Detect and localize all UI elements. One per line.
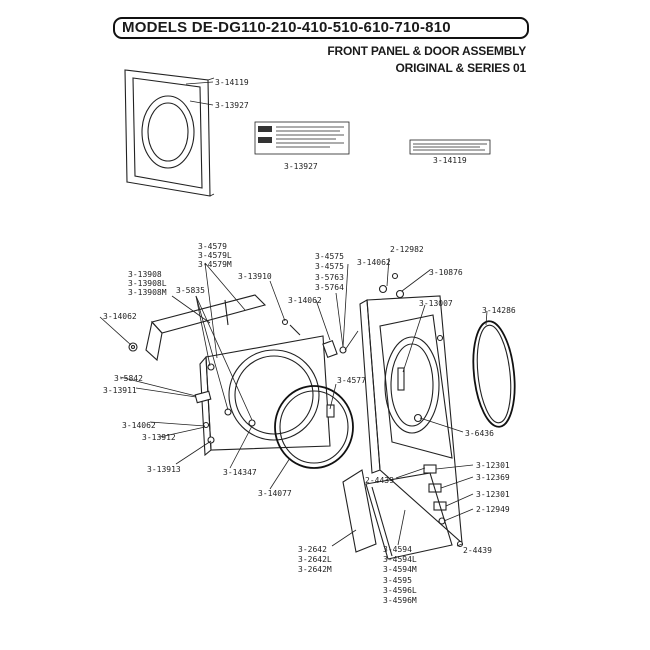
callout-3-14062-top: 3-14062 — [357, 258, 391, 267]
callout-3-13908: 3-13908 — [128, 270, 162, 279]
decal-13927 — [254, 121, 350, 155]
callout-3-14347: 3-14347 — [223, 468, 257, 477]
callout-3-14286: 3-14286 — [482, 306, 516, 315]
title-frame — [113, 17, 529, 39]
callout-3-4579L: 3-4579L — [198, 251, 232, 260]
callout-3-4579M: 3-4579M — [198, 260, 232, 269]
callout-2-12982: 2-12982 — [390, 245, 424, 254]
top-screws — [378, 272, 405, 299]
callout-3-14077: 3-14077 — [258, 489, 292, 498]
callout-3-13910: 3-13910 — [238, 272, 272, 281]
callout-3-14062-left: 3-14062 — [103, 312, 137, 321]
leader-lines — [99, 257, 488, 547]
callout-3-2642M: 3-2642M — [298, 565, 332, 574]
callout-3-6436: 3-6436 — [465, 429, 494, 438]
decal-14119-caption: 3-14119 — [433, 156, 467, 165]
callout-3-5764: 3-5764 — [315, 283, 344, 292]
hinge-hardware — [281, 318, 347, 418]
door-seal-ring — [274, 385, 354, 469]
lower-panel — [365, 472, 453, 560]
callout-3-4594: 3-4594 — [383, 545, 412, 554]
callout-3-13913: 3-13913 — [147, 465, 181, 474]
door-assembly — [359, 295, 463, 545]
callout-3-14062-lower: 3-14062 — [122, 421, 156, 430]
callout-3-13908L: 3-13908L — [128, 279, 167, 288]
door-gasket — [472, 320, 516, 428]
callout-3-13908M: 3-13908M — [128, 288, 167, 297]
callout-3-2642: 3-2642 — [298, 545, 327, 554]
callout-3-13911: 3-13911 — [103, 386, 137, 395]
inset-label-13927: 3-13927 — [215, 101, 249, 110]
callout-3-12301-a: 3-12301 — [476, 461, 510, 470]
callout-3-4577: 3-4577 — [337, 376, 366, 385]
callout-3-5835: 3-5835 — [176, 286, 205, 295]
callout-3-12301-b: 3-12301 — [476, 490, 510, 499]
series-subtitle: ORIGINAL & SERIES 01 — [395, 61, 527, 75]
callout-2-4439-center: 2-4439 — [365, 476, 394, 485]
callout-3-4575-a: 3-4575 — [315, 252, 344, 261]
assembly-subtitle: FRONT PANEL & DOOR ASSEMBLY — [327, 44, 526, 58]
lower-hinge-hardware — [423, 464, 464, 548]
callout-3-12369: 3-12369 — [476, 473, 510, 482]
decal-14119 — [409, 139, 491, 155]
kick-panel — [342, 469, 377, 553]
callout-3-13912: 3-13912 — [142, 433, 176, 442]
callout-2-12949: 2-12949 — [476, 505, 510, 514]
front-panel-back — [145, 294, 267, 362]
inset-label-14119: 3-14119 — [215, 78, 249, 87]
callout-3-4594M: 3-4594M — [383, 565, 417, 574]
callout-3-5763: 3-5763 — [315, 273, 344, 282]
callout-2-4439-right: 2-4439 — [463, 546, 492, 555]
page-title: MODELS DE-DG110-210-410-510-610-710-810 — [122, 19, 451, 36]
callout-3-4594L: 3-4594L — [383, 555, 417, 564]
callout-3-13007: 3-13007 — [419, 299, 453, 308]
callout-3-10876: 3-10876 — [429, 268, 463, 277]
callout-3-4575-b: 3-4575 — [315, 262, 344, 271]
callout-3-4596L: 3-4596L — [383, 586, 417, 595]
left-hardware — [128, 342, 215, 444]
callout-3-4579: 3-4579 — [198, 242, 227, 251]
callout-3-2642L: 3-2642L — [298, 555, 332, 564]
callout-3-4596M: 3-4596M — [383, 596, 417, 605]
inset-front-panel — [124, 69, 215, 197]
callout-3-14062-mid: 3-14062 — [288, 296, 322, 305]
callout-3-4595: 3-4595 — [383, 576, 412, 585]
decal-13927-caption: 3-13927 — [284, 162, 318, 171]
callout-3-5842: 3-5842 — [114, 374, 143, 383]
front-panel — [199, 335, 331, 457]
